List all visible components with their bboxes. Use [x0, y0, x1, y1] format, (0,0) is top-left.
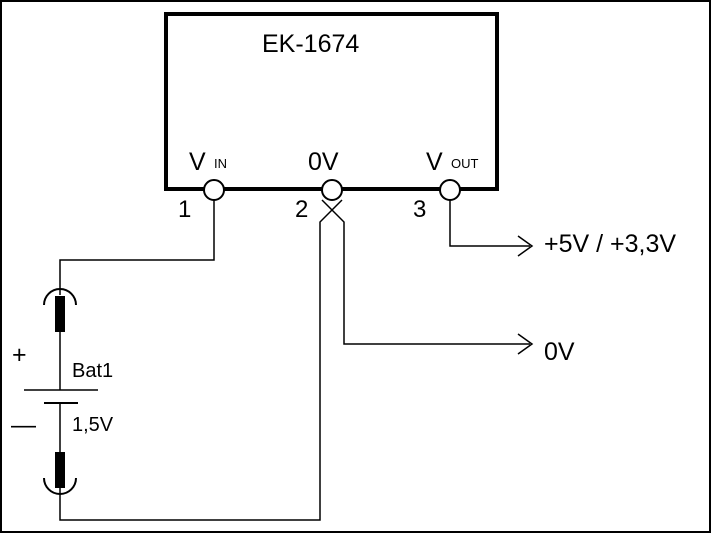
battery-name: Bat1 — [72, 360, 113, 382]
pin3-number: 3 — [413, 196, 426, 223]
gnd-arrow-head — [517, 333, 534, 355]
pin2-label: 0V — [308, 148, 339, 176]
ground-wire-output — [321, 199, 530, 345]
battery-top-contact — [55, 296, 65, 332]
vout-arrow-head — [517, 235, 534, 257]
pin1-label: V — [189, 148, 206, 176]
pin3-label: V — [426, 148, 443, 176]
pin2-terminal — [321, 179, 343, 201]
pin1-sub: IN — [214, 156, 227, 171]
battery-voltage: 1,5V — [72, 414, 114, 436]
pin1-terminal — [203, 179, 225, 201]
battery-plus-sign: + — [12, 341, 27, 369]
chip-name: EK-1674 — [262, 30, 359, 58]
battery-bottom-contact — [55, 452, 65, 488]
vout-wire — [449, 200, 530, 247]
battery-bottom-clip — [43, 477, 77, 495]
ground-wire-battery — [59, 199, 343, 521]
pin1-number: 1 — [178, 196, 191, 223]
pin2-number: 2 — [295, 196, 308, 223]
battery-top-clip — [43, 288, 77, 306]
vin-wire — [59, 200, 215, 295]
pin3-sub: OUT — [451, 156, 479, 171]
gnd-output-label: 0V — [544, 338, 575, 366]
battery-minus-sign: — — [11, 411, 36, 439]
pin3-terminal — [439, 179, 461, 201]
vout-output-label: +5V / +3,3V — [544, 230, 676, 258]
